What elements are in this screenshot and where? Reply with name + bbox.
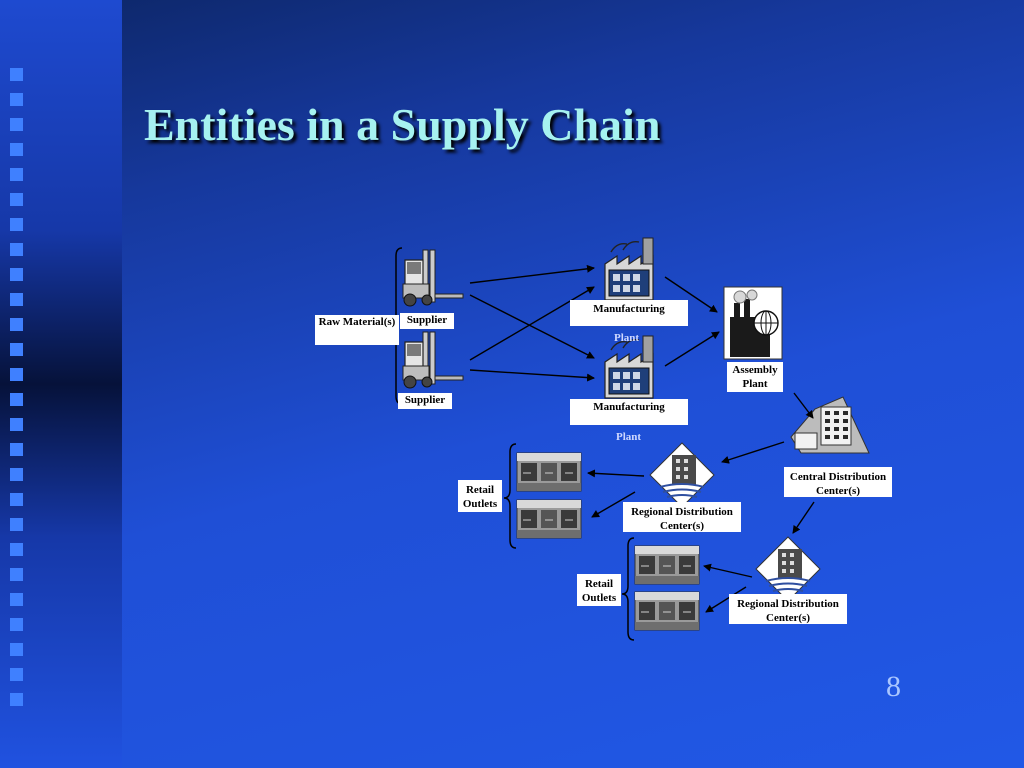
sidebar-square bbox=[10, 143, 23, 156]
retail-brace bbox=[621, 537, 635, 641]
factory-icon bbox=[604, 237, 654, 301]
forklift-icon bbox=[402, 331, 464, 389]
forklift-icon bbox=[402, 249, 464, 307]
retail-outlets-label: Retail Outlets bbox=[577, 574, 621, 606]
sidebar-square bbox=[10, 393, 23, 406]
sidebar-square bbox=[10, 368, 23, 381]
regional-distribution-label: Regional Distribution Center(s) bbox=[729, 594, 847, 624]
flow-arrow bbox=[469, 369, 595, 382]
central-distribution-label: Central Distribution Center(s) bbox=[784, 467, 892, 497]
retail-brace bbox=[503, 443, 517, 549]
sidebar-square bbox=[10, 293, 23, 306]
sidebar-square bbox=[10, 343, 23, 356]
manufacturing-plant-label: Manufacturing bbox=[570, 399, 688, 425]
sidebar-square bbox=[10, 468, 23, 481]
assembly-plant-icon bbox=[723, 286, 783, 360]
retail-outlet-icon bbox=[516, 499, 582, 539]
sidebar-square bbox=[10, 443, 23, 456]
sidebar-square bbox=[10, 543, 23, 556]
raw-materials-label: Raw Material(s) bbox=[315, 315, 399, 345]
flow-arrow bbox=[469, 264, 595, 284]
sidebar-square bbox=[10, 693, 23, 706]
sidebar-square bbox=[10, 568, 23, 581]
regional-distribution-icon bbox=[755, 536, 821, 602]
regional-distribution-icon bbox=[649, 442, 715, 508]
flow-arrow bbox=[792, 501, 815, 534]
manufacturing-plant-sublabel: Plant bbox=[616, 431, 642, 443]
flow-arrow bbox=[591, 491, 636, 518]
page-number: 8 bbox=[886, 670, 901, 703]
retail-outlet-icon bbox=[516, 452, 582, 492]
flow-arrow bbox=[705, 586, 747, 613]
flow-arrow bbox=[664, 276, 718, 313]
supplier-label: Supplier bbox=[400, 313, 454, 329]
manufacturing-plant-sublabel: Plant bbox=[614, 332, 640, 344]
sidebar-square bbox=[10, 668, 23, 681]
sidebar-square bbox=[10, 268, 23, 281]
sidebar-square bbox=[10, 593, 23, 606]
retail-outlet-icon bbox=[634, 591, 700, 631]
sidebar-square bbox=[10, 493, 23, 506]
sidebar-square bbox=[10, 418, 23, 431]
slide-title: Entities in a Supply Chain bbox=[144, 99, 661, 150]
flow-arrow bbox=[664, 331, 720, 367]
sidebar-square bbox=[10, 118, 23, 131]
sidebar-square bbox=[10, 643, 23, 656]
retail-outlet-icon bbox=[634, 545, 700, 585]
sidebar-square bbox=[10, 193, 23, 206]
flow-arrow bbox=[469, 286, 595, 361]
sidebar-square bbox=[10, 518, 23, 531]
sidebar-square bbox=[10, 68, 23, 81]
sidebar-square bbox=[10, 618, 23, 631]
central-distribution-icon bbox=[790, 396, 870, 454]
flow-arrow bbox=[469, 294, 595, 359]
factory-icon bbox=[604, 335, 654, 399]
retail-outlets-label: Retail Outlets bbox=[458, 480, 502, 512]
flow-arrow bbox=[703, 563, 753, 578]
sidebar-decoration bbox=[0, 0, 122, 768]
sidebar-square bbox=[10, 93, 23, 106]
supplier-label: Supplier bbox=[398, 393, 452, 409]
sidebar-square bbox=[10, 168, 23, 181]
sidebar-square bbox=[10, 218, 23, 231]
sidebar-squares bbox=[10, 68, 24, 718]
flow-arrows bbox=[469, 264, 815, 613]
sidebar-square bbox=[10, 243, 23, 256]
manufacturing-plant-label: Manufacturing bbox=[570, 300, 688, 326]
flow-arrow bbox=[793, 392, 814, 419]
regional-distribution-label: Regional Distribution Center(s) bbox=[623, 502, 741, 532]
sidebar-square bbox=[10, 318, 23, 331]
flow-arrow bbox=[721, 441, 785, 464]
assembly-plant-label: Assembly Plant bbox=[727, 362, 783, 392]
flow-arrow bbox=[587, 469, 645, 478]
